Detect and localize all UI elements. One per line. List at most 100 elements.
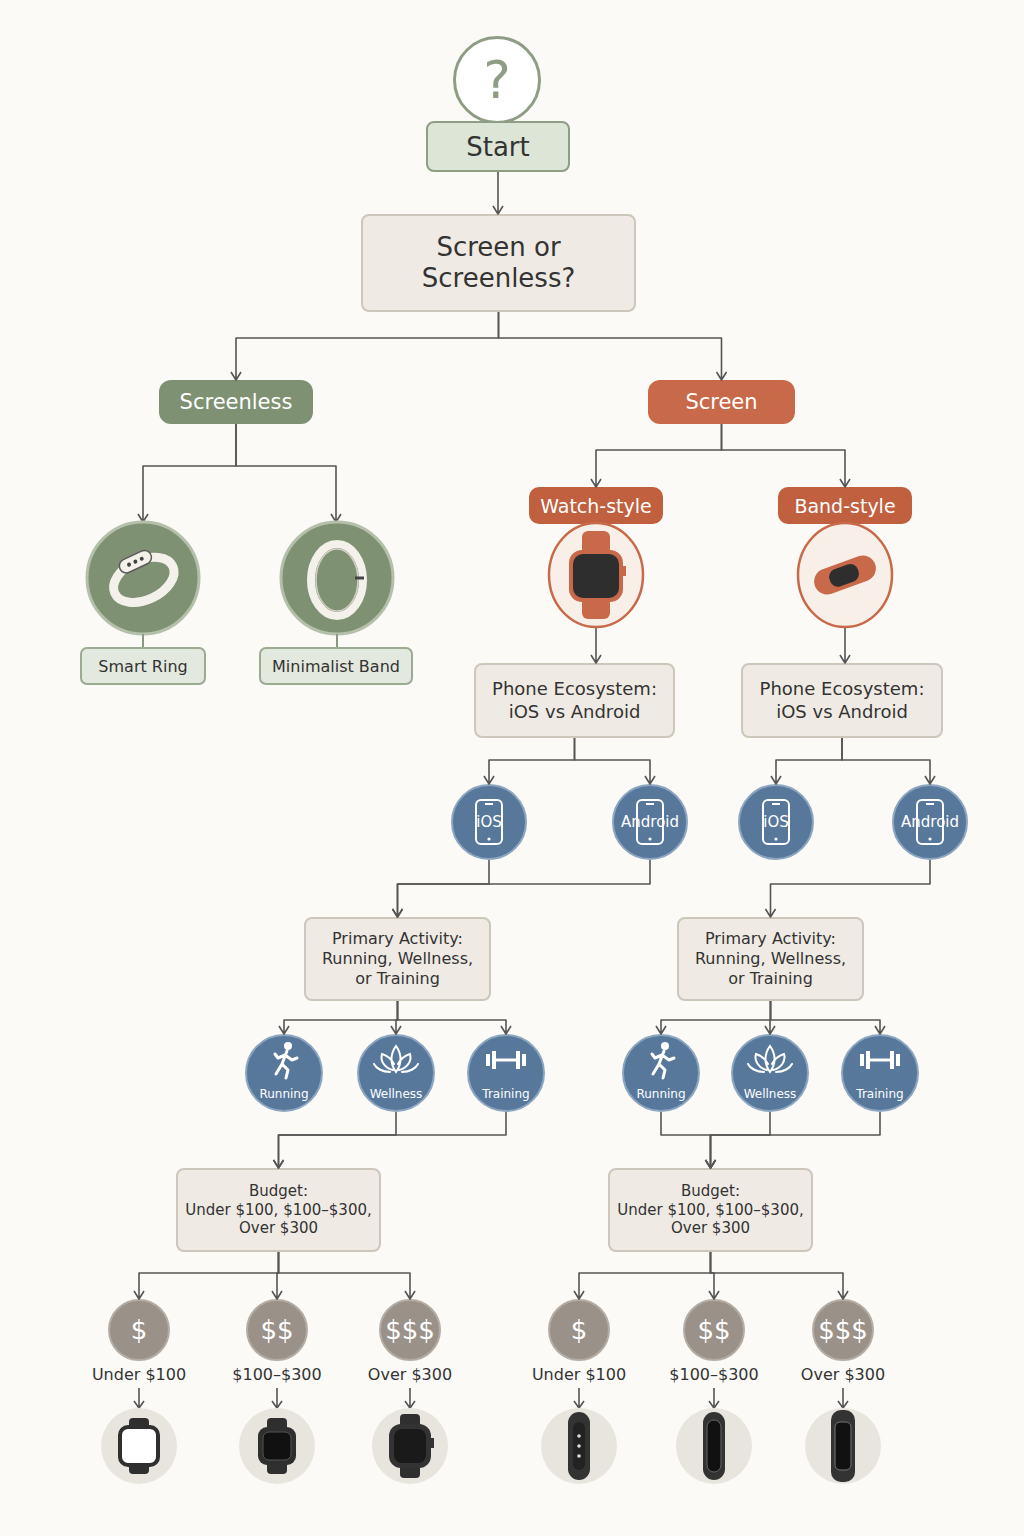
flow-arrow bbox=[722, 424, 851, 487]
runner-head bbox=[661, 1042, 669, 1050]
flow-arrow bbox=[391, 1001, 401, 1034]
activity-circle: Wellness bbox=[731, 1034, 809, 1112]
node-label: iOS bbox=[763, 813, 789, 831]
node-label: Running bbox=[259, 1087, 308, 1101]
band-dot bbox=[577, 1444, 581, 1448]
activity-circle: Running bbox=[622, 1034, 700, 1112]
node-label: Screenless bbox=[180, 390, 293, 414]
small-arrow bbox=[709, 1388, 719, 1408]
flow-arrow bbox=[765, 1001, 775, 1034]
flow-arrow bbox=[279, 1252, 416, 1299]
node-label: iOS bbox=[476, 813, 502, 831]
runner-head bbox=[284, 1042, 292, 1050]
node-label: Phone Ecosystem: bbox=[492, 678, 657, 701]
question-box: Budget:Under $100, $100–$300, Over $300 bbox=[176, 1168, 381, 1252]
node-label: Smart Ring bbox=[80, 647, 206, 685]
device-option: Smart Ring bbox=[80, 522, 206, 685]
flow-arrow bbox=[236, 424, 341, 522]
watch-screen bbox=[573, 554, 619, 598]
phone-icon bbox=[637, 800, 663, 844]
flow-arrow bbox=[706, 1112, 881, 1168]
node-label: Start bbox=[466, 132, 530, 162]
question-box: Primary Activity:Running, Wellness, or T… bbox=[304, 917, 491, 1001]
node-subtext: $100–$300 bbox=[647, 1365, 781, 1384]
node-subtext: Over $300 bbox=[776, 1365, 910, 1384]
flow-arrow bbox=[493, 172, 503, 214]
band-screen bbox=[707, 1420, 721, 1472]
question-box: Primary Activity:Running, Wellness, or T… bbox=[677, 917, 864, 1001]
band-dot bbox=[577, 1454, 581, 1458]
dumbbell-bar bbox=[492, 1059, 520, 1062]
flow-arrow bbox=[274, 1112, 397, 1168]
budget-option: $Under $100 bbox=[84, 1299, 194, 1389]
dumbbell-plate bbox=[896, 1054, 900, 1066]
phone-button bbox=[487, 837, 490, 840]
node-subtext: $100–$300 bbox=[210, 1365, 344, 1384]
node-label: $ bbox=[108, 1299, 170, 1361]
lotus-icon bbox=[374, 1046, 418, 1072]
platform-circle: iOS bbox=[738, 784, 814, 860]
node-subtext: Under $100, $100–$300, Over $300 bbox=[616, 1201, 805, 1239]
node-subtext: Running, Wellness, or Training bbox=[314, 949, 481, 989]
node-subtext: Running, Wellness, or Training bbox=[687, 949, 854, 989]
watch-strap bbox=[267, 1418, 287, 1474]
node-subtext: Under $100 bbox=[72, 1365, 206, 1384]
phone-speaker bbox=[926, 803, 934, 805]
icon-stem bbox=[336, 634, 338, 647]
watch-case bbox=[569, 550, 623, 602]
start-box: Start bbox=[426, 121, 570, 172]
activity-circle: Training bbox=[841, 1034, 919, 1112]
style-option: Watch-style bbox=[529, 487, 663, 625]
node-label: Training bbox=[482, 1087, 529, 1101]
watch-case bbox=[120, 1427, 158, 1465]
node-label: $$$ bbox=[379, 1299, 441, 1361]
flow-arrow bbox=[840, 625, 850, 663]
node-subtext: Over $300 bbox=[343, 1365, 477, 1384]
watch-screen bbox=[263, 1432, 291, 1460]
phone-speaker bbox=[646, 803, 654, 805]
band-icon bbox=[810, 552, 879, 598]
product-circle bbox=[372, 1408, 448, 1484]
dumbbell-plate bbox=[522, 1054, 526, 1066]
dumbbell-icon bbox=[486, 1051, 526, 1069]
phone-speaker bbox=[772, 803, 780, 805]
decision-box: Screen or Screenless? bbox=[361, 214, 636, 312]
node-subtext: Under $100 bbox=[512, 1365, 646, 1384]
node-label: Budget: bbox=[681, 1182, 740, 1201]
branch-pill: Screenless bbox=[159, 380, 313, 424]
band-screen bbox=[827, 562, 861, 589]
question-box: Phone Ecosystem:iOS vs Android bbox=[474, 663, 675, 738]
phone-button bbox=[774, 837, 777, 840]
node-label: Wellness bbox=[744, 1087, 797, 1101]
band-shape bbox=[311, 544, 363, 616]
style-option: Band-style bbox=[778, 487, 912, 625]
dumbbell-icon bbox=[860, 1051, 900, 1069]
flow-arrow bbox=[771, 1001, 886, 1034]
watch-case bbox=[389, 1424, 431, 1468]
question-box: Budget:Under $100, $100–$300, Over $300 bbox=[608, 1168, 813, 1252]
flow-arrow bbox=[398, 1001, 512, 1034]
node-subtext: iOS vs Android bbox=[776, 701, 908, 724]
node-label: Band-style bbox=[778, 487, 912, 524]
dumbbell-bar bbox=[866, 1059, 894, 1062]
runner-body bbox=[652, 1051, 674, 1078]
running-icon bbox=[652, 1042, 674, 1078]
watch-strap bbox=[129, 1418, 149, 1474]
node-label: Budget: bbox=[249, 1182, 308, 1201]
node-label: Android bbox=[901, 813, 959, 831]
flow-arrow bbox=[574, 1252, 711, 1299]
icon-stem bbox=[142, 634, 144, 647]
flow-arrow bbox=[575, 738, 656, 784]
band-screen bbox=[573, 1422, 585, 1470]
band-strap bbox=[831, 1410, 855, 1482]
product-circle bbox=[805, 1408, 881, 1484]
node-label: Primary Activity: bbox=[332, 929, 463, 949]
phone-outline bbox=[476, 800, 502, 844]
flow-arrow bbox=[661, 1112, 716, 1168]
watch-crown bbox=[623, 566, 626, 576]
dumbbell-plate bbox=[866, 1051, 870, 1069]
flow-arrow bbox=[484, 738, 575, 784]
flow-arrow bbox=[771, 738, 842, 784]
activity-circle: Training bbox=[467, 1034, 545, 1112]
